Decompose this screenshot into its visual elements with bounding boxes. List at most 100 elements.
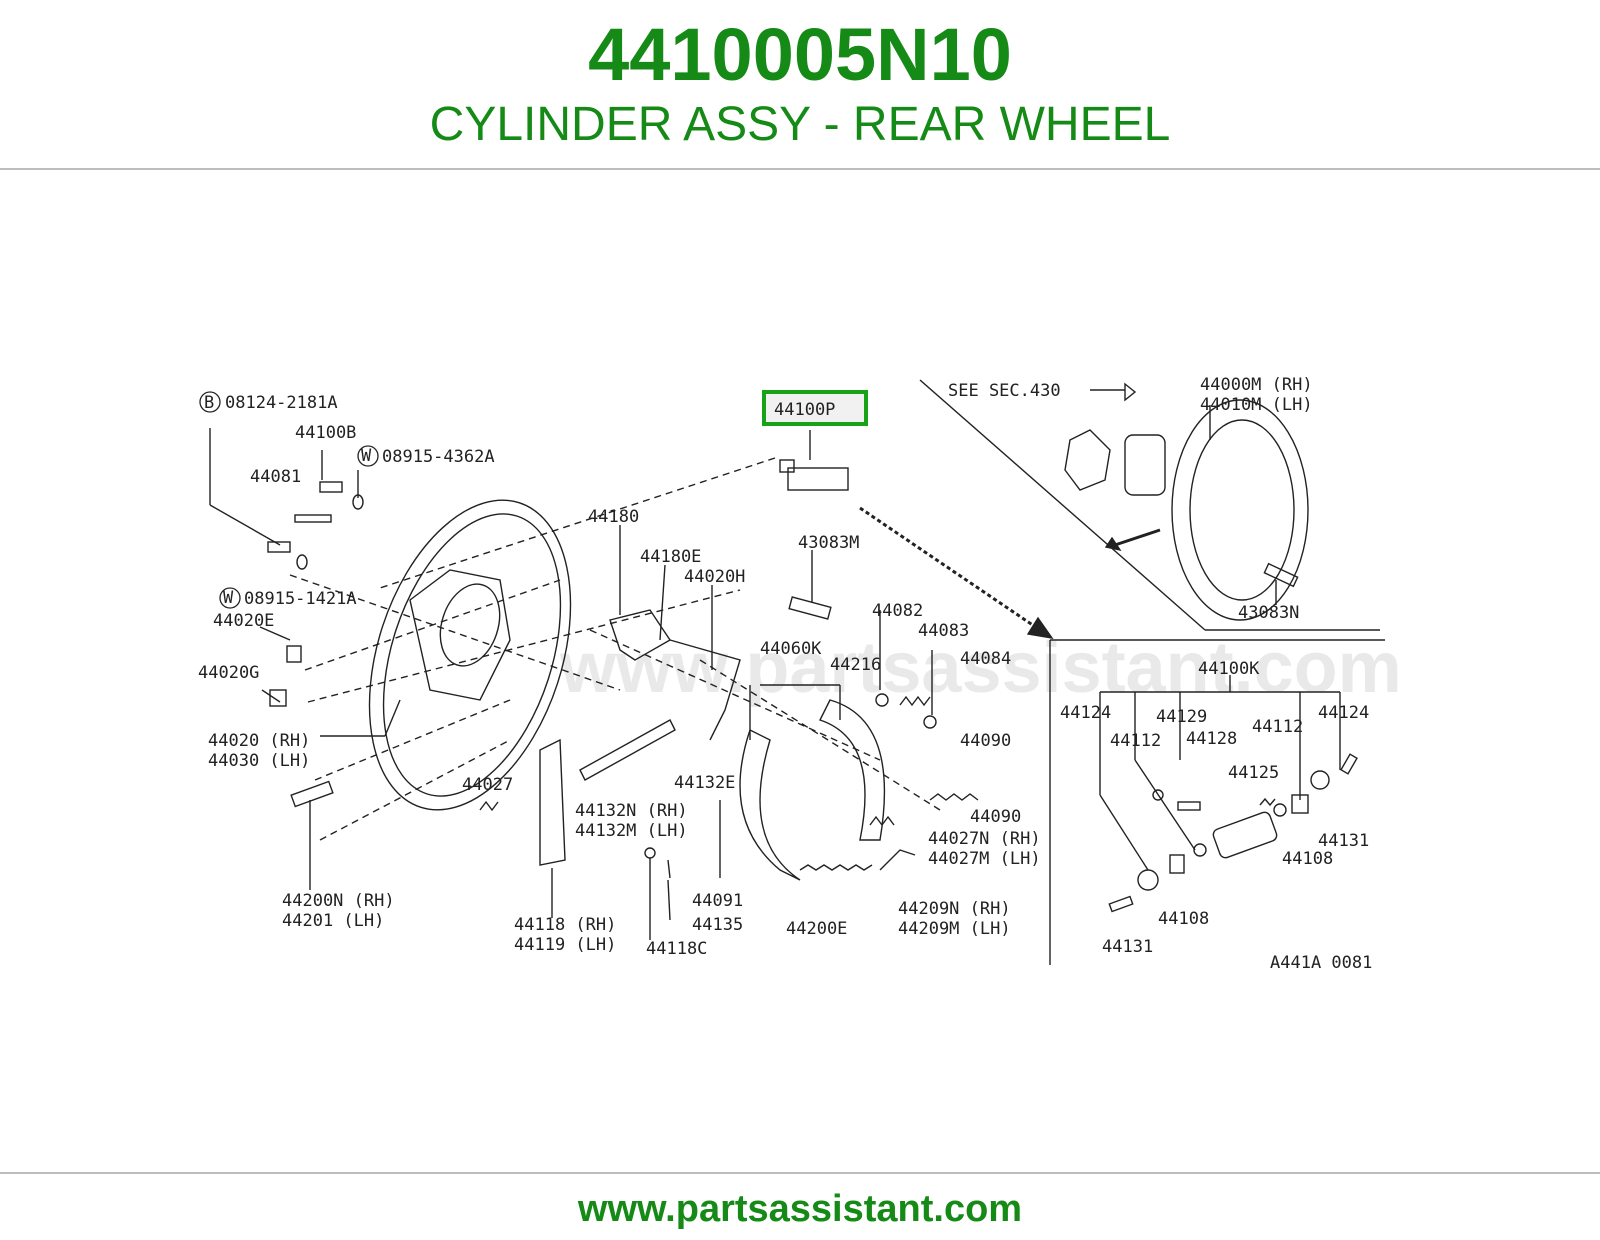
- part-label: 43083N: [1238, 603, 1299, 623]
- wheel-cylinder-body: [787, 467, 849, 491]
- bleeder-44131-right: [1340, 753, 1358, 775]
- piston-cup-44112-right: [1273, 803, 1287, 817]
- bleeder-screw: [779, 459, 795, 473]
- spring-44090: [929, 793, 979, 801]
- watermark-text: www.partsassistant.com: [559, 628, 1402, 708]
- part-label: 44216: [830, 655, 881, 675]
- part-label: 44119 (LH): [514, 935, 616, 955]
- spring-44083: [899, 695, 931, 707]
- page-header: 4410005N10 CYLINDER ASSY - REAR WHEEL: [0, 0, 1600, 170]
- exploded-parts-diagram: www.partsassistant.com: [180, 340, 1420, 1020]
- part-label: 44125: [1228, 763, 1279, 783]
- rh-backing-plate: [1171, 399, 1309, 621]
- part-label: 44091: [692, 891, 743, 911]
- strut-44132n: [579, 719, 676, 781]
- pin-44118c: [644, 847, 656, 859]
- bolt-43083m: [788, 596, 832, 620]
- cylinder-44100k: [1212, 811, 1278, 859]
- part-label: 44020H: [684, 567, 745, 587]
- backing-plate-outline: [368, 499, 572, 811]
- washer-callout-circle-1: [357, 445, 379, 467]
- piston-cup-44112-left: [1193, 843, 1207, 857]
- drawing-code: A441A 0081: [1270, 953, 1372, 973]
- diagram-linework: [209, 379, 1385, 965]
- callout-marks: B W W: [199, 391, 379, 609]
- part-label: 44129: [1156, 707, 1207, 727]
- part-label: 44030 (LH): [208, 751, 310, 771]
- part-label: 44200E: [786, 919, 847, 939]
- highlighted-part-label: 44100P: [774, 400, 836, 420]
- part-label: 44090: [970, 807, 1021, 827]
- spring-44027n: [869, 815, 895, 827]
- part-labels: 08124-2181A 44100B 08915-4362A 44081 441…: [198, 375, 1372, 973]
- washer-1421: [296, 554, 308, 570]
- part-label: 44124: [1318, 703, 1369, 723]
- part-label: 44000M (RH): [1200, 375, 1313, 395]
- sec430-arrow-head: [1124, 382, 1137, 402]
- part-label: 44090: [960, 731, 1011, 751]
- bolt-callout-letter: B: [204, 393, 214, 413]
- part-label: 44180: [588, 507, 639, 527]
- part-label: 44132E: [674, 773, 735, 793]
- part-label: 44131: [1318, 831, 1369, 851]
- part-label: 44010M (LH): [1200, 395, 1313, 415]
- washer-callout-circle-2: [219, 587, 241, 609]
- part-label: 44209M (LH): [898, 919, 1011, 939]
- part-label: 44132M (LH): [575, 821, 688, 841]
- part-label: 44020E: [213, 611, 274, 631]
- part-label: 44082: [872, 601, 923, 621]
- bleeder-44131: [1108, 895, 1134, 913]
- part-label: 44112: [1110, 731, 1161, 751]
- adjuster-44200n: [290, 780, 334, 808]
- part-label: 44118 (RH): [514, 915, 616, 935]
- rh-backing-plate-inner: [1189, 419, 1295, 601]
- spring-seat-44082: [875, 693, 889, 707]
- part-label: 44027N (RH): [928, 829, 1041, 849]
- part-label: 44132N (RH): [575, 801, 688, 821]
- part-label: 44020 (RH): [208, 731, 310, 751]
- part-number-title: 4410005N10: [588, 13, 1012, 96]
- strut-44118: [539, 738, 566, 866]
- part-label: 44060K: [760, 639, 822, 659]
- part-label: 44083: [918, 621, 969, 641]
- shoe-trailing: [819, 699, 886, 841]
- assembly-dash-lines: [289, 457, 941, 841]
- cap-44084: [923, 715, 937, 729]
- part-label: 44084: [960, 649, 1011, 669]
- washer-4362: [352, 494, 364, 510]
- lever-44209n: [879, 849, 916, 871]
- header-divider: [0, 168, 1600, 170]
- part-label: 44201 (LH): [282, 911, 384, 931]
- clip-44129: [1152, 789, 1164, 801]
- boot-44108-right: [1291, 794, 1309, 814]
- cap-44108-left: [1137, 869, 1159, 891]
- shoe-leading: [739, 729, 801, 881]
- bracket-sec430: [1064, 429, 1111, 491]
- bolt-43083n: [1263, 562, 1299, 588]
- bolt-44100b: [319, 481, 343, 493]
- part-label: 44108: [1158, 909, 1209, 929]
- part-label: SEE SEC.430: [948, 381, 1061, 401]
- bolt-callout-circle: [199, 391, 221, 413]
- part-label: 08124-2181A: [225, 393, 338, 413]
- part-label: 44118C: [646, 939, 707, 959]
- part-label: 44081: [250, 467, 301, 487]
- grommet-44020g: [269, 689, 287, 707]
- site-link[interactable]: www.partsassistant.com: [577, 1188, 1023, 1230]
- part-label: 44020G: [198, 663, 259, 683]
- highlighted-part-callout[interactable]: 44100P: [762, 390, 868, 426]
- boot-44108: [1169, 854, 1185, 874]
- lever-44180: [609, 609, 671, 661]
- part-name-subtitle: CYLINDER ASSY - REAR WHEEL: [429, 98, 1171, 151]
- bolt-44081: [294, 514, 332, 523]
- part-label: 44124: [1060, 703, 1111, 723]
- part-label: 44027: [462, 775, 513, 795]
- part-label: 44135: [692, 915, 743, 935]
- part-label: 44100K: [1198, 659, 1260, 679]
- part-label: 44131: [1102, 937, 1153, 957]
- screw-44128: [1177, 801, 1201, 811]
- cable-44020h: [669, 639, 741, 741]
- washer-callout-letter-2: W: [223, 588, 234, 608]
- spring-44200e: [799, 864, 873, 871]
- part-label: 08915-1421A: [244, 589, 357, 609]
